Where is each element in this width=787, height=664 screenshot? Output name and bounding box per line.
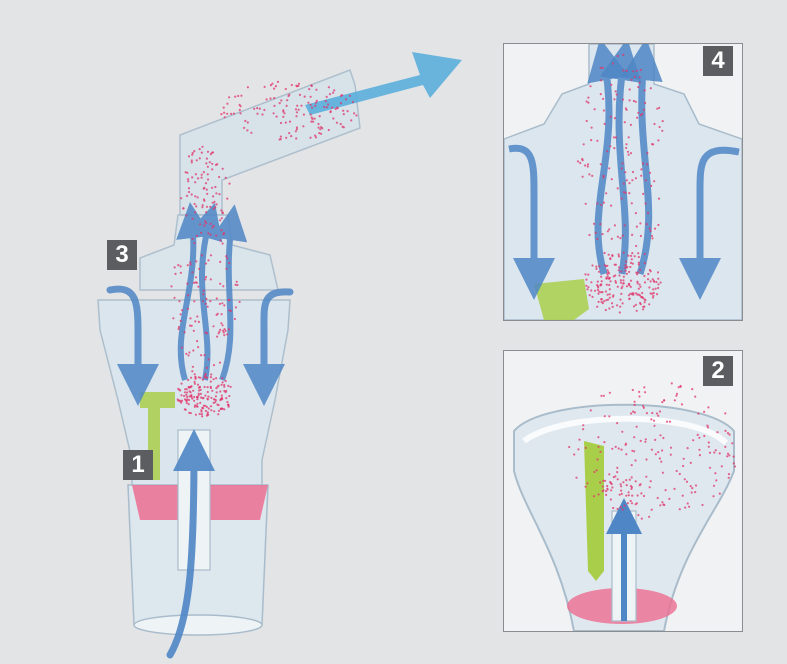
step-badge-1: 1 xyxy=(123,450,153,480)
step-badge-3: 3 xyxy=(107,240,137,270)
nozzle-illustration xyxy=(504,351,742,631)
detail-panel-upper-chamber xyxy=(503,43,743,321)
detail-panel-nozzle xyxy=(503,350,743,632)
upper-chamber-illustration xyxy=(504,44,742,320)
reservoir-bottom xyxy=(134,615,262,635)
step-badge-4: 4 xyxy=(703,46,733,76)
step-badge-2: 2 xyxy=(703,356,733,386)
